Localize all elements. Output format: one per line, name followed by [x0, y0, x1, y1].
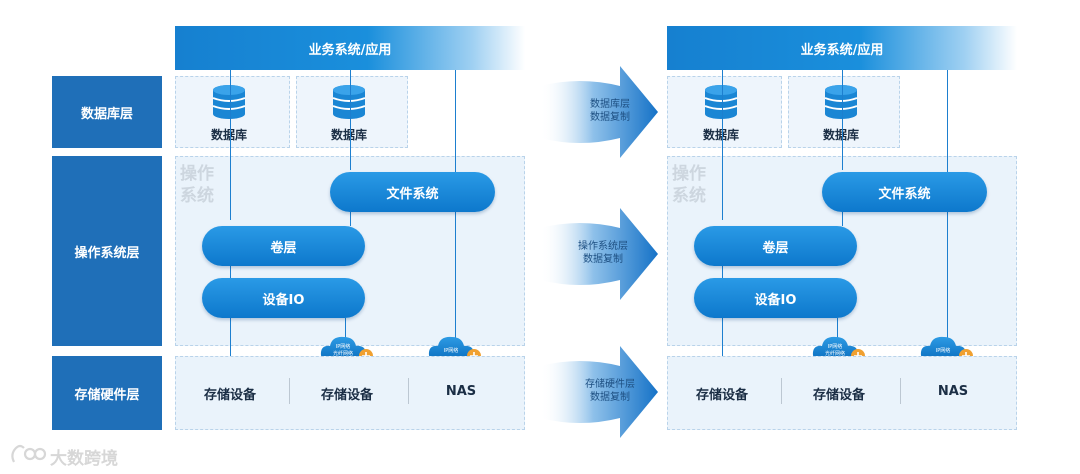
replication-arrow [540, 208, 658, 300]
layer-label-os: 操作系统层 [52, 156, 162, 346]
storage-device-label: 存储设备 [695, 388, 748, 403]
database-icon [332, 85, 366, 119]
flow-line [345, 318, 346, 340]
flow-line [842, 70, 843, 170]
database-icon [704, 85, 738, 119]
replication-label-storage: 存储硬件层 数据复制 [585, 379, 635, 403]
file-system-pill: 文件系统 [330, 172, 495, 212]
svg-text:IP网络: IP网络 [444, 347, 459, 354]
storage-panel [667, 356, 1017, 430]
device-io-pill: 设备IO [202, 278, 365, 318]
svg-text:IP网络: IP网络 [828, 343, 843, 350]
flow-line [722, 318, 723, 364]
replication-label-os: 操作系统层 数据复制 [578, 241, 628, 265]
os-watermark: 操作 系统 [180, 164, 214, 206]
app-bar: 业务系统/应用 [667, 26, 1017, 70]
database-label: 数据库 [330, 128, 367, 142]
device-io-pill: 设备IO [694, 278, 857, 318]
watermark-text: 大数跨境 [50, 449, 118, 469]
database-label: 数据库 [822, 128, 859, 142]
database-label: 数据库 [210, 128, 247, 142]
flow-line [722, 266, 723, 278]
nas-label: NAS [445, 384, 477, 399]
replication-label-db: 数据库层 数据复制 [590, 99, 630, 123]
os-watermark: 操作 系统 [672, 164, 706, 206]
file-system-pill: 文件系统 [822, 172, 987, 212]
svg-text:光纤网络: 光纤网络 [825, 350, 845, 357]
storage-device-label: 存储设备 [320, 388, 373, 403]
app-bar: 业务系统/应用 [175, 26, 525, 70]
divider [408, 378, 409, 404]
storage-panel [175, 356, 525, 430]
layer-label-database: 数据库层 [52, 76, 162, 148]
divider [900, 378, 901, 404]
svg-text:IP网络: IP网络 [336, 343, 351, 350]
layer-label-storage: 存储硬件层 [52, 356, 162, 430]
svg-text:IP网络: IP网络 [936, 347, 951, 354]
flow-line [842, 212, 843, 226]
brand-logo-icon [11, 444, 47, 463]
flow-line [722, 70, 723, 220]
svg-text:光纤网络: 光纤网络 [333, 350, 353, 357]
database-icon [212, 85, 246, 119]
flow-line [350, 70, 351, 170]
divider [781, 378, 782, 404]
database-icon [824, 85, 858, 119]
flow-line [230, 318, 231, 364]
flow-line [350, 212, 351, 226]
divider [289, 378, 290, 404]
storage-device-label: 存储设备 [203, 388, 256, 403]
volume-pill: 卷层 [694, 226, 857, 266]
flow-line [230, 70, 231, 220]
storage-device-label: 存储设备 [812, 388, 865, 403]
nas-label: NAS [937, 384, 969, 399]
flow-line [837, 318, 838, 340]
replication-arrow [540, 346, 658, 438]
database-label: 数据库 [702, 128, 739, 142]
replication-arrow [540, 66, 658, 158]
flow-line [230, 266, 231, 278]
volume-pill: 卷层 [202, 226, 365, 266]
